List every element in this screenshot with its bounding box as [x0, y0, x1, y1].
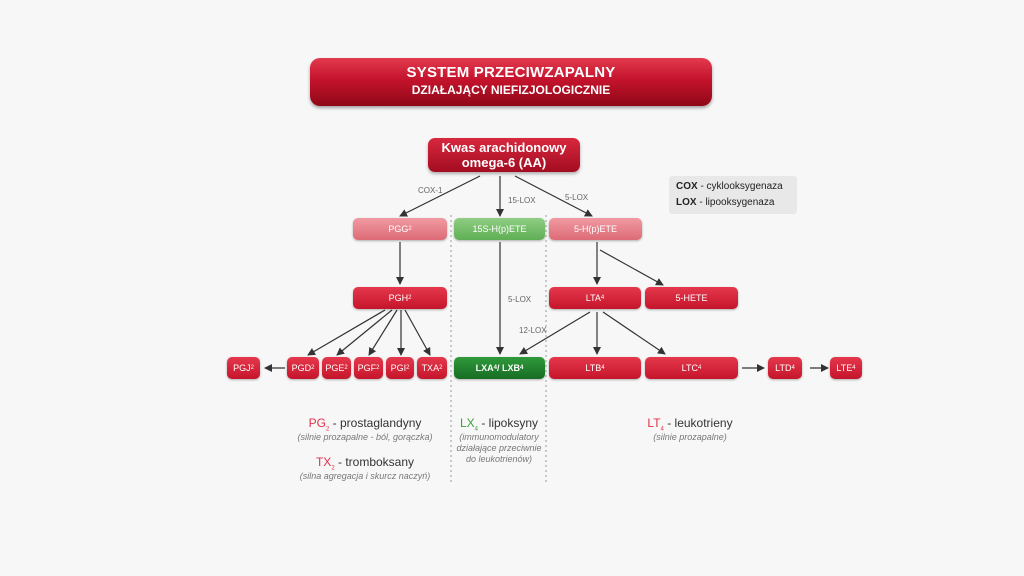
hpete15-label: 15S-H(p)ETE	[472, 224, 527, 234]
legend-cox-abbr: COX	[676, 181, 698, 192]
lxa-label: LXA	[475, 363, 494, 373]
lt-sub: 4	[660, 426, 664, 433]
legend-cox-text: - cyklooksygenaza	[697, 181, 783, 192]
lta-sub: 4	[600, 295, 605, 301]
legend-lox-abbr: LOX	[676, 197, 697, 208]
label-5lox-top: 5-LOX	[565, 193, 589, 202]
arrow-aa-pgg	[399, 175, 481, 217]
label-5lox-mid: 5-LOX	[508, 295, 532, 304]
ltb-label: LTB	[585, 363, 602, 373]
node-5-hete: 5-HETE	[645, 287, 738, 309]
arrow-5hpete-5hete	[599, 249, 664, 286]
pgi-sub: 2	[406, 365, 410, 371]
caption-prostaglandins: PG2 - prostaglandyny (silnie prozapalne …	[280, 416, 450, 443]
pg-abbr: PG	[308, 416, 326, 430]
pgh-label: PGH	[388, 293, 409, 303]
lx-abbr: LX	[459, 416, 475, 430]
lxb-sub: 4	[520, 365, 524, 371]
pgd-label: PGD	[291, 363, 312, 373]
pgj-label: PGJ	[233, 363, 251, 373]
pgj-sub: 2	[250, 365, 254, 371]
ltc-label: LTC	[681, 363, 698, 373]
pgd-sub: 2	[311, 365, 315, 371]
caption-leukotrienes: LT4 - leukotrieny (silnie prozapalne)	[610, 416, 770, 443]
lt-desc: (silnie prozapalne)	[653, 432, 727, 443]
pge-label: PGE	[325, 363, 345, 373]
lt-name: - leukotrieny	[663, 416, 733, 430]
node-5-hpete: 5-H(p)ETE	[549, 218, 642, 240]
lxa-sub: 4	[493, 365, 497, 371]
hete5-label: 5-HETE	[675, 293, 708, 303]
arachidonic-acid-node: Kwas arachidonowy omega-6 (AA)	[428, 138, 580, 172]
pg-desc: (silnie prozapalne - ból, gorączka)	[297, 432, 433, 443]
lx-sub: 4	[474, 426, 478, 433]
tx-desc: (silna agregacja i skurcz naczyń)	[299, 471, 431, 482]
caption-lipoxins: LX4 - lipoksyny (immunomodulatory działa…	[452, 416, 546, 465]
tx-sub: 2	[331, 465, 335, 472]
arrow-lta-ltc	[602, 311, 666, 355]
arrow-aa-5hpete	[514, 175, 593, 217]
pgg-label: PGG	[388, 224, 409, 234]
diagram-title: SYSTEM PRZECIWZAPALNY DZIAŁAJĄCY NIEFIZJ…	[310, 58, 712, 106]
lxb-label: / LXB	[496, 363, 520, 373]
lte-sub: 4	[852, 365, 856, 371]
ltd-sub: 4	[791, 365, 795, 371]
lta-label: LTA	[585, 293, 601, 303]
label-12lox: 12-LOX	[519, 326, 547, 335]
lte-label: LTE	[836, 363, 853, 373]
txa-sub: 2	[439, 365, 443, 371]
node-15s-hpete: 15S-H(p)ETE	[454, 218, 545, 240]
legend-lox-text: - lipooksygenaza	[696, 197, 775, 208]
tx-name: - tromboksany	[334, 455, 415, 469]
arrow-pgh-pgd	[307, 309, 386, 356]
arrow-lta-lx	[519, 311, 591, 355]
arrow-pgh-txa	[404, 309, 431, 356]
txa-label: TXA	[421, 363, 440, 373]
lx-desc1: (immunomodulatory	[459, 432, 539, 443]
label-15lox: 15-LOX	[508, 196, 536, 205]
pgf-label: PGF	[357, 363, 377, 373]
arrow-pgh-pgf	[368, 309, 398, 356]
caption-thromboxanes: TX2 - tromboksany (silna agregacja i sku…	[280, 455, 450, 482]
pgg-sub: 2	[408, 226, 412, 232]
title-line1: SYSTEM PRZECIWZAPALNY	[406, 64, 616, 81]
pg-name: - prostaglandyny	[329, 416, 422, 430]
lt-abbr: LT	[647, 416, 661, 430]
pgh-sub: 2	[408, 295, 412, 301]
pge-sub: 2	[344, 365, 348, 371]
ltb-sub: 4	[601, 365, 605, 371]
pgf-sub: 2	[376, 365, 380, 371]
arrow-pgh-pge	[336, 309, 393, 356]
label-cox1: COX-1	[418, 186, 443, 195]
aa-line2: omega-6 (AA)	[461, 155, 547, 170]
hpete5-label: 5-H(p)ETE	[573, 224, 617, 234]
pgi-label: PGI	[390, 363, 407, 373]
lx-name: - lipoksyny	[478, 416, 539, 430]
lx-desc2: działające przeciwnie	[456, 443, 542, 454]
enzyme-legend: COX - cyklooksygenaza LOX - lipooksygena…	[669, 176, 797, 214]
ltc-sub: 4	[698, 365, 702, 371]
ltd-label: LTD	[775, 363, 792, 373]
pg-sub: 2	[325, 426, 330, 433]
lx-desc3: do leukotrienów)	[465, 454, 533, 465]
tx-abbr: TX	[315, 455, 332, 469]
aa-line1: Kwas arachidonowy	[441, 140, 567, 155]
title-line2: DZIAŁAJĄCY NIEFIZJOLOGICZNIE	[411, 83, 611, 97]
